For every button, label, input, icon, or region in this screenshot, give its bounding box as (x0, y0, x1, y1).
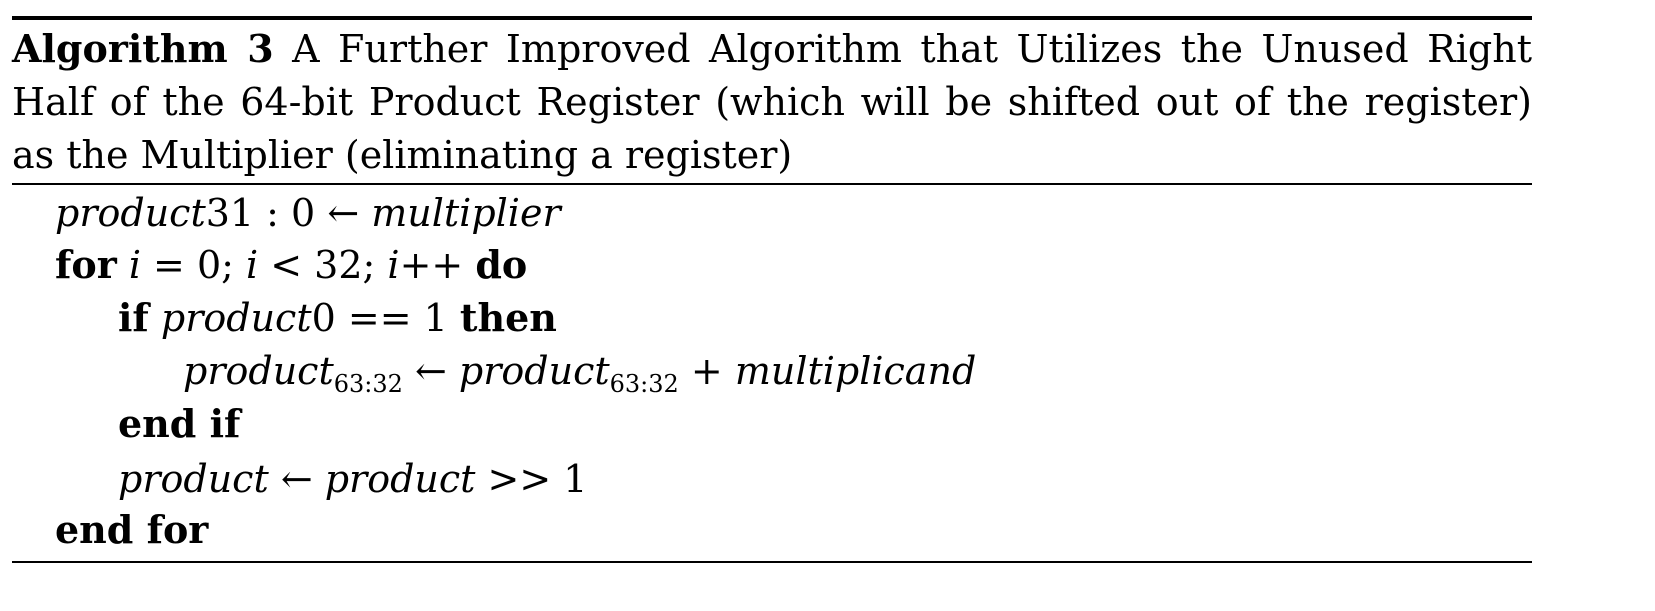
line-init-product: product31 : 0 ← multiplier (55, 191, 561, 235)
bottom-rule (12, 561, 1532, 563)
line-end-for: end for (55, 507, 209, 552)
line-add-multiplicand: product63:32 ← product63:32 + multiplica… (183, 349, 977, 398)
algorithm-label: Algorithm 3 (12, 26, 274, 71)
algorithm-caption: Algorithm 3 A Further Improved Algorithm… (12, 22, 1532, 182)
line-for-loop: for i = 0; i < 32; i++ do (55, 242, 528, 287)
top-rule (12, 16, 1532, 20)
line-end-if: end if (118, 401, 241, 446)
line-shift-product: product ← product >> 1 (118, 457, 588, 501)
algorithm-title: A Further Improved Algorithm that Utiliz… (12, 27, 1532, 177)
caption-rule (12, 183, 1532, 185)
line-if-condition: if product0 == 1 then (118, 295, 557, 340)
